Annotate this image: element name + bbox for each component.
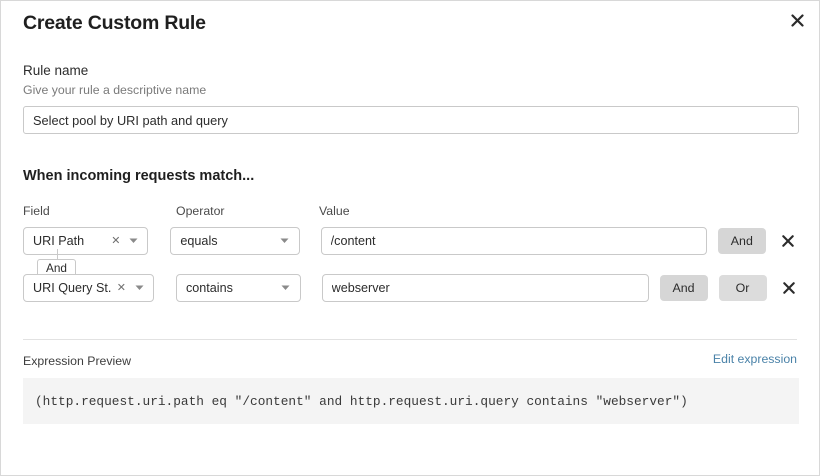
chevron-down-icon[interactable]: [278, 285, 294, 291]
rule-name-label: Rule name: [23, 63, 89, 78]
column-header-field: Field: [23, 204, 50, 218]
chevron-down-icon[interactable]: [125, 238, 141, 244]
column-header-value: Value: [319, 204, 350, 218]
field-select-1-value: URI Path: [33, 234, 85, 248]
or-button-2[interactable]: Or: [718, 275, 767, 301]
rule-name-input[interactable]: [23, 106, 799, 134]
field-select-2[interactable]: URI Query St... ✕: [23, 274, 154, 302]
column-header-operator: Operator: [176, 204, 225, 218]
expression-text: (http.request.uri.path eq "/content" and…: [35, 393, 688, 409]
field-select-1[interactable]: URI Path ✕: [23, 227, 149, 255]
operator-select-2-value: contains: [186, 281, 233, 295]
rule-name-description: Give your rule a descriptive name: [23, 83, 207, 97]
expression-preview-box: (http.request.uri.path eq "/content" and…: [23, 378, 799, 424]
edit-expression-link[interactable]: Edit expression: [712, 352, 797, 366]
connector-line-top: [57, 249, 58, 259]
clear-icon[interactable]: ✕: [111, 234, 121, 247]
condition-row: URI Path ✕ equals And: [23, 226, 797, 256]
connector-and-chip[interactable]: And: [37, 259, 76, 278]
and-button-2[interactable]: And: [659, 275, 708, 301]
operator-select-2[interactable]: contains: [176, 274, 301, 302]
match-section-heading: When incoming requests match...: [23, 168, 255, 184]
clear-icon[interactable]: ✕: [116, 281, 126, 294]
condition-row: URI Query St... ✕ contains And Or: [23, 273, 797, 303]
chevron-down-icon[interactable]: [131, 285, 147, 291]
value-input-1[interactable]: [320, 227, 707, 255]
column-headers: Field Operator Value: [23, 204, 797, 220]
operator-select-1[interactable]: equals: [170, 227, 300, 255]
section-divider: [23, 339, 797, 340]
field-select-2-value: URI Query St...: [33, 281, 112, 295]
delete-row-2-icon[interactable]: [781, 279, 797, 297]
condition-rows: URI Path ✕ equals And: [23, 226, 797, 303]
operator-select-1-value: equals: [180, 234, 218, 248]
chevron-down-icon[interactable]: [277, 238, 293, 244]
expression-preview-label: Expression Preview: [23, 354, 131, 368]
and-button-1[interactable]: And: [717, 228, 766, 254]
close-icon[interactable]: [785, 8, 809, 32]
value-input-2[interactable]: [321, 274, 649, 302]
delete-row-1-icon[interactable]: [780, 232, 797, 250]
expression-preview-header: Expression Preview Edit expression: [23, 352, 797, 368]
page-title: Create Custom Rule: [23, 12, 206, 34]
